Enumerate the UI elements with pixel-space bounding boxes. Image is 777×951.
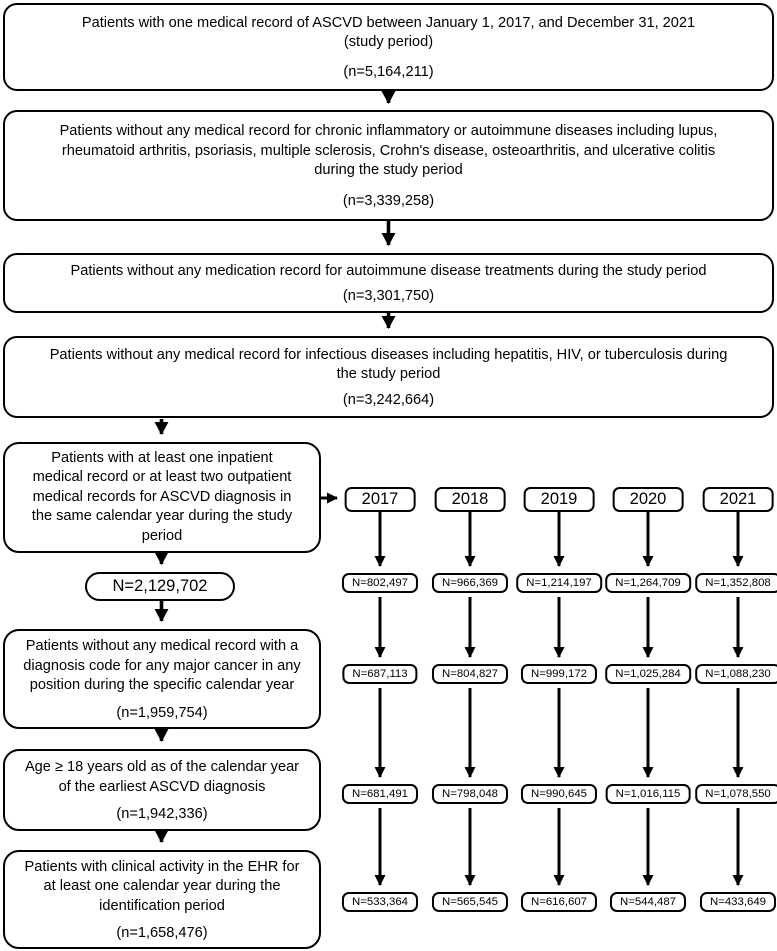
count-box-2021-2: N=1,088,230 <box>695 664 777 684</box>
count-box-2018-2: N=804,827 <box>431 664 509 684</box>
flow-box-ascvd-record: Patients with one medical record of ASCV… <box>3 3 774 91</box>
flow-box-text: Patients without any medication record f… <box>70 262 707 279</box>
flow-box-no-autoimmune-meds: Patients without any medication record f… <box>3 253 774 313</box>
count-box-2017-3: N=681,491 <box>341 784 419 804</box>
flow-box-count: (n=1,658,476) <box>116 925 208 942</box>
flow-box-text: Patients without any medical record for … <box>49 346 728 382</box>
count-box-2018-1: N=966,369 <box>431 573 509 593</box>
flow-box-no-cancer: Patients without any medical record with… <box>3 629 321 729</box>
flow-box-age-18: Age ≥ 18 years old as of the calendar ye… <box>3 749 321 831</box>
flow-box-ascvd-cohort: Patients with at least one inpatient med… <box>3 442 321 553</box>
year-header-2019: 2019 <box>523 487 595 512</box>
year-header-2017: 2017 <box>344 487 416 512</box>
count-box-2019-4: N=616,607 <box>520 892 598 912</box>
flow-box-count: (n=5,164,211) <box>343 64 434 81</box>
flow-box-text: Patients without any medical record with… <box>23 638 301 694</box>
count-box-2020-4: N=544,487 <box>609 892 687 912</box>
count-box-2020-1: N=1,264,709 <box>605 573 691 593</box>
count-box-2021-1: N=1,352,808 <box>695 573 777 593</box>
count-box-2020-2: N=1,025,284 <box>605 664 691 684</box>
flow-box-ehr-activity: Patients with clinical activity in the E… <box>3 850 321 949</box>
flow-box-text: Patients with at least one inpatient med… <box>31 449 293 544</box>
total-cohort-pill: N=2,129,702 <box>85 572 235 601</box>
count-box-2017-4: N=533,364 <box>341 892 419 912</box>
count-box-2018-4: N=565,545 <box>431 892 509 912</box>
count-box-2021-4: N=433,649 <box>699 892 777 912</box>
count-box-2017-2: N=687,113 <box>342 664 418 684</box>
flow-box-count: (n=3,301,750) <box>342 288 435 305</box>
flow-box-no-autoimmune: Patients without any medical record for … <box>3 110 774 221</box>
count-box-2019-2: N=999,172 <box>520 664 598 684</box>
flow-box-text: Patients with one medical record of ASCV… <box>81 14 696 50</box>
flow-box-count: (n=1,959,754) <box>116 704 208 721</box>
flow-box-text: Patients without any medical record for … <box>59 123 718 179</box>
count-box-2018-3: N=798,048 <box>431 784 509 804</box>
count-box-2020-3: N=1,016,115 <box>605 784 691 804</box>
year-header-2020: 2020 <box>612 487 684 512</box>
flow-box-no-infectious: Patients without any medical record for … <box>3 336 774 418</box>
flow-box-count: (n=1,942,336) <box>116 805 208 822</box>
year-header-2018: 2018 <box>434 487 506 512</box>
flow-box-count: (n=3,339,258) <box>342 192 435 209</box>
count-box-2019-3: N=990,645 <box>520 784 598 804</box>
flow-box-text: Age ≥ 18 years old as of the calendar ye… <box>24 759 300 795</box>
count-box-2017-1: N=802,497 <box>341 573 419 593</box>
flow-box-text: Patients with clinical activity in the E… <box>24 858 300 914</box>
year-header-2021: 2021 <box>702 487 774 512</box>
flow-box-count: (n=3,242,664) <box>342 392 435 409</box>
count-box-2019-1: N=1,214,197 <box>516 573 602 593</box>
count-box-2021-3: N=1,078,550 <box>695 784 777 804</box>
